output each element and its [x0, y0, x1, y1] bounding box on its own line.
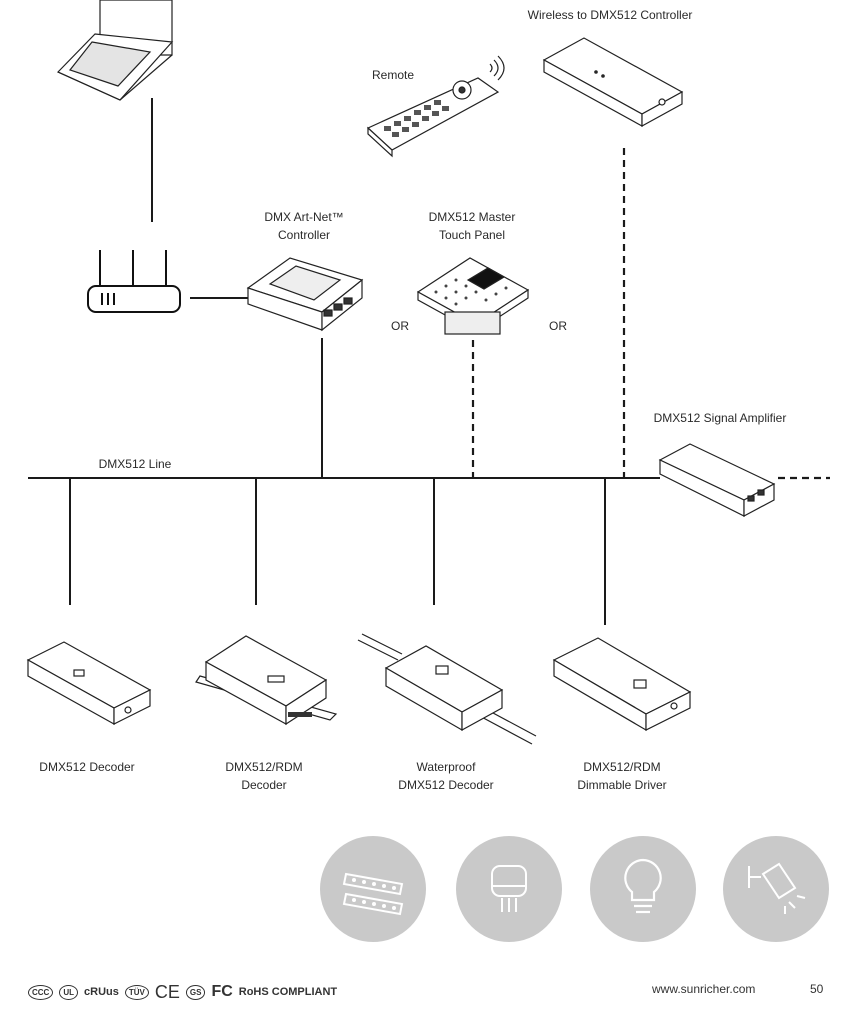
remote-label: Remote	[371, 68, 415, 82]
ce-mark-icon: CE	[154, 981, 180, 1002]
dimmable-driver-label: DMX512/RDM Dimmable Driver	[560, 758, 684, 794]
artnet-controller-icon	[246, 257, 364, 332]
fc-mark-icon: FC	[211, 983, 233, 1000]
rdm-decoder-icon	[195, 635, 338, 726]
artnet-label-line2: Controller	[277, 228, 331, 242]
ccc-mark-icon: CCC	[28, 984, 54, 1000]
decoder-label: DMX512 Decoder	[39, 760, 135, 774]
touch-panel-icon	[416, 257, 530, 335]
rdm-decoder-line1: DMX512/RDM	[225, 760, 303, 774]
remote-icon	[366, 55, 505, 158]
signal-amplifier-icon	[658, 443, 776, 517]
driver-line1: DMX512/RDM	[583, 760, 661, 774]
rohs-mark-icon: RoHS COMPLIANT	[238, 986, 338, 998]
wireless-controller-label: Wireless to DMX512 Controller	[527, 8, 693, 22]
wireless-controller-icon	[542, 37, 684, 128]
artnet-label-line1: DMX Art-Net™	[264, 210, 344, 224]
rdm-decoder-label: DMX512/RDM Decoder	[204, 758, 324, 794]
waterproof-line1: Waterproof	[416, 760, 476, 774]
driver-line2: Dimmable Driver	[577, 778, 667, 792]
spotlight-icon	[723, 836, 829, 942]
laptop-icon	[56, 0, 174, 101]
ul-mark-icon: UL	[59, 984, 79, 1000]
dmx-line-label: DMX512 Line	[98, 457, 172, 471]
page-number: 50	[810, 982, 824, 996]
certification-logos: CCC UL cRUus TÜV CE GS FC RoHS COMPLIANT	[28, 980, 337, 1004]
touch-panel-label: DMX512 Master Touch Panel	[412, 208, 532, 244]
downlight-icon	[456, 836, 562, 942]
bulb-icon	[590, 836, 696, 942]
waterproof-decoder-icon	[357, 633, 537, 745]
or-label-left: OR	[391, 319, 409, 333]
waterproof-line2: DMX512 Decoder	[398, 778, 494, 792]
or-label-right: OR	[549, 319, 567, 333]
touch-label-line1: DMX512 Master	[428, 210, 516, 224]
decoder-icon	[26, 641, 152, 726]
dimmable-driver-icon	[552, 637, 692, 732]
rdm-decoder-line2: Decoder	[241, 778, 287, 792]
tuv-mark-icon: TÜV	[124, 984, 149, 1000]
waterproof-decoder-label: Waterproof DMX512 Decoder	[384, 758, 508, 794]
router-icon	[87, 250, 181, 313]
led-strip-icon	[320, 836, 426, 942]
rus-mark-icon: cRUus	[84, 986, 119, 998]
website-text[interactable]: www.sunricher.com	[652, 982, 756, 996]
touch-label-line2: Touch Panel	[438, 228, 506, 242]
artnet-controller-label: DMX Art-Net™ Controller	[244, 208, 364, 244]
amplifier-label: DMX512 Signal Amplifier	[653, 411, 787, 425]
gs-mark-icon: GS	[185, 984, 206, 1000]
